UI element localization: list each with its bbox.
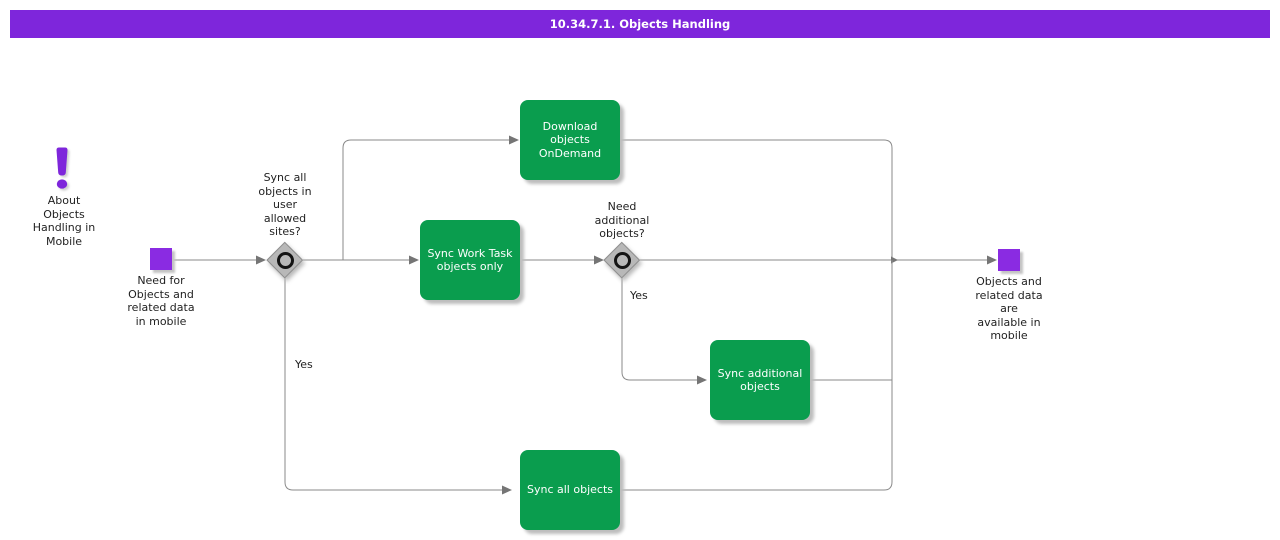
arrowhead-worktask	[409, 255, 419, 265]
edge-decision1-yes-to-syncall	[284, 278, 503, 491]
arrowhead-end	[987, 255, 997, 265]
arrowhead-decision2	[594, 255, 604, 265]
arrowhead-additional	[697, 375, 707, 385]
task-sync-all-objects: Sync all objects	[520, 450, 620, 530]
edge-syncall-to-merge	[620, 260, 893, 491]
start-event-label: Need for Objects and related data in mob…	[127, 274, 195, 328]
task-download-objects-ondemand: Download objects OnDemand	[520, 100, 620, 180]
diagram-title-bar: 10.34.7.1. Objects Handling	[10, 10, 1270, 38]
decision1-question-label: Sync all objects in user allowed sites?	[258, 171, 312, 238]
decision1-yes-label: Yes	[295, 358, 313, 371]
edge-decision1-to-download	[342, 139, 510, 260]
inclusive-gateway-icon	[613, 251, 631, 269]
start-event-node	[150, 248, 172, 270]
decision2-yes-label: Yes	[630, 289, 648, 302]
inclusive-gateway-icon	[276, 251, 294, 269]
decision2-question-label: Need additional objects?	[594, 200, 650, 240]
edge-download-to-merge	[620, 139, 893, 260]
decision-gateway-1	[266, 241, 304, 279]
arrowhead-merge-junction	[891, 256, 898, 264]
annotation-label: About Objects Handling in Mobile	[32, 194, 96, 248]
decision-gateway-2	[603, 241, 641, 279]
exclamation-icon	[56, 147, 68, 189]
diagram-title: 10.34.7.1. Objects Handling	[549, 17, 731, 31]
arrowhead-syncall	[502, 485, 512, 495]
arrowhead-decision1	[256, 255, 266, 265]
task-sync-work-task-objects-only: Sync Work Task objects only	[420, 220, 520, 300]
arrowhead-download	[509, 135, 519, 145]
end-event-node	[998, 249, 1020, 271]
end-event-label: Objects and related data are available i…	[975, 275, 1043, 342]
task-sync-additional-objects: Sync additional objects	[710, 340, 810, 420]
edge-decision2-yes-to-additional	[621, 278, 698, 381]
